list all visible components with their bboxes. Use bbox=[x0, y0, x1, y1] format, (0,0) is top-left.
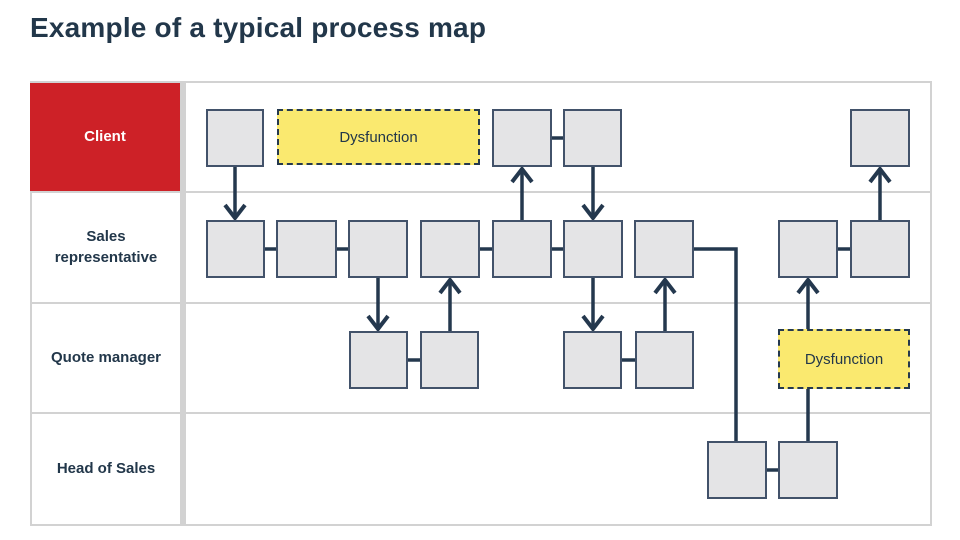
grid-line-top bbox=[30, 81, 932, 83]
process-step-box bbox=[635, 331, 694, 389]
process-step-box bbox=[563, 109, 622, 167]
process-step-box bbox=[420, 331, 479, 389]
grid-line-row3 bbox=[30, 412, 932, 414]
dysfunction-box: Dysfunction bbox=[778, 329, 910, 389]
grid-line-label-divider bbox=[180, 81, 186, 526]
grid-line-row1 bbox=[30, 191, 932, 193]
process-step-box bbox=[707, 441, 767, 499]
process-step-box bbox=[349, 331, 408, 389]
grid-line-right bbox=[930, 81, 932, 526]
process-step-box bbox=[850, 109, 910, 167]
process-step-box bbox=[634, 220, 694, 278]
process-step-box bbox=[563, 220, 623, 278]
lane-label-head-of-sales: Head of Sales bbox=[32, 414, 180, 524]
process-step-box bbox=[492, 109, 552, 167]
grid-line-row2 bbox=[30, 302, 932, 304]
swimlane-table: Client Sales representative Quote manage… bbox=[30, 81, 932, 526]
process-step-box bbox=[778, 220, 838, 278]
dysfunction-box: Dysfunction bbox=[277, 109, 480, 165]
grid-line-left bbox=[30, 81, 32, 526]
lane-label-sales-representative: Sales representative bbox=[32, 193, 180, 302]
lane-label-text: Sales representative bbox=[54, 228, 158, 266]
process-step-box bbox=[850, 220, 910, 278]
grid-line-bottom bbox=[30, 524, 932, 526]
process-step-box bbox=[348, 220, 408, 278]
process-step-box bbox=[276, 220, 337, 278]
process-step-box bbox=[563, 331, 622, 389]
process-step-box bbox=[206, 109, 264, 167]
lane-label-text: Head of Sales bbox=[56, 459, 156, 477]
lane-label-text: Quote manager bbox=[50, 348, 162, 366]
lane-label-quote-manager: Quote manager bbox=[32, 304, 180, 412]
process-step-box bbox=[206, 220, 265, 278]
process-step-box bbox=[492, 220, 552, 278]
page-title: Example of a typical process map bbox=[30, 12, 487, 43]
lane-label-client: Client bbox=[30, 83, 180, 191]
process-step-box bbox=[778, 441, 838, 499]
lane-label-text: Client bbox=[84, 127, 126, 145]
process-step-box bbox=[420, 220, 480, 278]
